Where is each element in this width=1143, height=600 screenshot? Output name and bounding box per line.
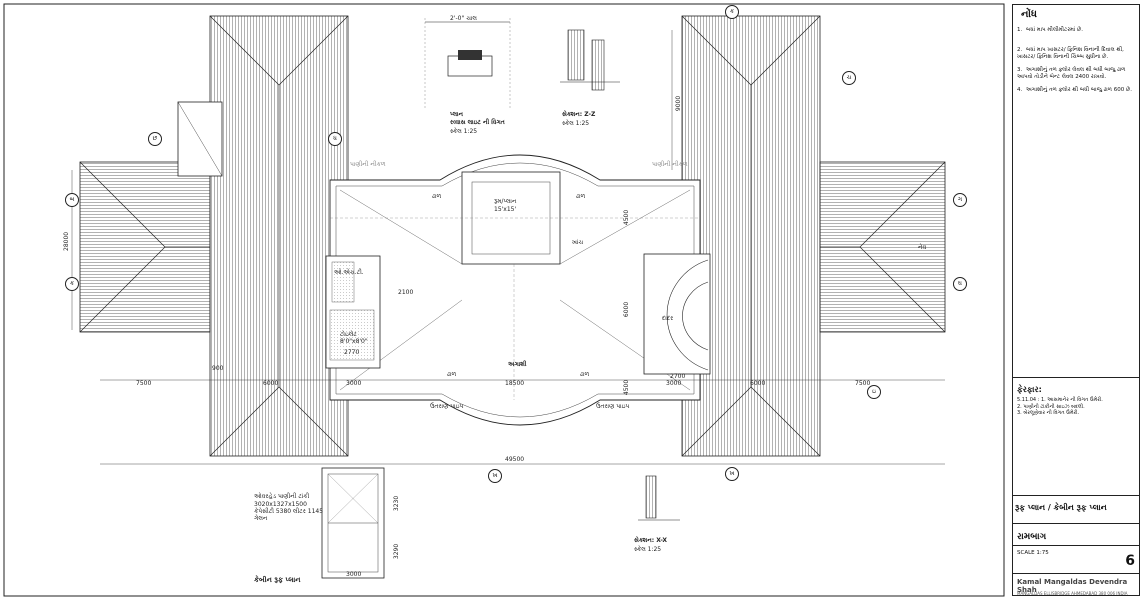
firm-address: MANGALDAS ELLISBRIDGE AHMEDABAD 380 006 … xyxy=(1017,591,1128,596)
grid-bubble: ઘ xyxy=(953,277,967,291)
note-item: 4.અગાશીનું તળ ફ્લોર થી બધી બાજુ ઢાળ 600 … xyxy=(1017,87,1132,93)
khanch-label: ખાંચ xyxy=(572,239,584,246)
scale-text-1: સ્કેલ 1:25 xyxy=(450,128,478,135)
dim-side-a: 4500 xyxy=(623,379,631,396)
section-label-z: સેક્શન: Z-Z xyxy=(562,111,596,118)
grid-bubble: ક xyxy=(65,277,79,291)
cabin-title: કેબીન રૂફ પ્લાન xyxy=(254,576,301,584)
parapet-label-2: પાણીની નીકળ xyxy=(652,161,688,168)
dim-upper-height: 9000 xyxy=(675,95,683,112)
skylight-size: 15'x15' xyxy=(494,206,517,213)
pipe-label-2: ઉતરાણ પાઇપ xyxy=(596,403,630,410)
revision-item: 5.11.04 : 1. આસમાનેર ની વિગત ઉમેરી. xyxy=(1017,397,1103,403)
title-block-panel: નોંધ 1.બધાં માપ મીલીમીટરમાં છે. 2.બધાં મા… xyxy=(1012,4,1140,596)
central-terrace xyxy=(325,154,711,426)
grid-bubble: ગ xyxy=(953,193,967,207)
grid-bubble: છ xyxy=(148,132,162,146)
toilet-label: ટોઇલેટ xyxy=(340,331,357,338)
dim-centre: 18500 xyxy=(505,380,525,387)
dim-side-b: 6000 xyxy=(623,301,631,318)
dim-right-outer: 7500 xyxy=(855,380,871,387)
grid-bubble: ખ xyxy=(488,469,502,483)
grid-bubble: ધ xyxy=(328,132,342,146)
dim-overall-width: 49500 xyxy=(505,456,525,463)
dim-centre-left: 3000 xyxy=(346,380,362,387)
skylight-detail xyxy=(424,18,511,108)
dim-eave: 900 xyxy=(212,365,224,372)
gutter-label: નેવ xyxy=(918,244,927,251)
sheet-border xyxy=(3,3,1005,597)
dimension-lines xyxy=(71,30,945,465)
dim-overall-height: 28000 xyxy=(63,231,71,251)
dim-tank-w: 3000 xyxy=(346,571,362,578)
scale-text-2: સ્કેલ 1:25 xyxy=(562,120,590,127)
dim-right-inner: 6000 xyxy=(750,380,766,387)
dim-left-inner: 6000 xyxy=(263,380,279,387)
revision-item: 3. બેરલૂણેવાર ની વિગત ઉમેરી. xyxy=(1017,410,1080,416)
stair-label: દાદર xyxy=(662,315,674,322)
pipe-label-1: ઉતરાણ પાઇપ xyxy=(430,403,464,410)
note-item: 2.બધાં માપ ખાસટર/ ફિનિશ વિનાની દિવાલ થી,… xyxy=(1017,47,1124,60)
firm-name: Kamal Mangaldas Devendra Shah xyxy=(1017,578,1128,594)
slope-label-4: ઢાળ xyxy=(576,193,586,200)
grid-bubble: ઇ xyxy=(867,385,881,399)
dim-centre-right: 3000 xyxy=(666,380,682,387)
stair-block xyxy=(643,253,711,375)
skylight-label: રૂમ/પ્લાન xyxy=(494,198,517,205)
xx-section-detail xyxy=(638,475,680,521)
dim-tank-h2: 3290 xyxy=(393,543,401,560)
sheet-title: રૂફ પ્લાન / કેબીન રૂફ પ્લાન xyxy=(1015,503,1107,512)
parapet-section-detail xyxy=(560,29,620,91)
oht-label: ઓ.એચ.ટી. xyxy=(334,269,364,276)
sheet-scale: SCALE 1:75 xyxy=(1017,550,1049,556)
dim-tank-h1: 3230 xyxy=(393,495,401,512)
left-wing-roof xyxy=(79,15,349,457)
right-wing-roof xyxy=(681,15,946,457)
section-label-x: સેક્શન: X-X xyxy=(634,537,667,544)
water-tank-spec: 3020x1327x1500 કેપેસીટી 5380 લીટર 1145 ગ… xyxy=(254,501,324,522)
terrace-label: અગાશી xyxy=(508,361,527,368)
dim-left-outer: 7500 xyxy=(136,380,152,387)
grid-bubble: ખ xyxy=(725,467,739,481)
grid-bubble: ક xyxy=(725,5,739,19)
revision-item: 2. પાણીની ટાંકીની સાઇઝ બદલી. xyxy=(1017,403,1085,410)
dim-toilet-h: 2100 xyxy=(398,289,414,296)
grid-bubble: બ xyxy=(65,193,79,207)
scale-text-3: સ્કેલ 1:25 xyxy=(634,546,662,553)
parapet-label-1: પાણીની નીકળ xyxy=(350,161,386,168)
grid-bubble: ચ xyxy=(842,71,856,85)
project-name: રામબાગ xyxy=(1017,532,1047,542)
slope-label-3: ઢાળ xyxy=(432,193,442,200)
dim-toilet-w: 2770 xyxy=(344,349,360,356)
toilet-size: 8'0"x8'0" xyxy=(340,338,368,345)
skylight-detail-sub: રવ્વાસ લાઇટ ની વિગત xyxy=(450,119,505,126)
slope-label-2: ઢાળ xyxy=(580,371,590,378)
dim-skylight-height: 4500 xyxy=(623,209,631,226)
note-item: 3.અગાશીનું તળ ફ્લોર લેવલ થી બધી બાજુ ઢાળ… xyxy=(1017,67,1126,80)
note-item: 1.બધાં માપ મીલીમીટરમાં છે. xyxy=(1017,27,1084,33)
notes-title: નોંધ xyxy=(1021,9,1037,20)
dim-stair-w: 2700 xyxy=(670,373,686,380)
revisions-list: 5.11.04 : 1. આસમાનેર ની વિગત ઉમેરી.2. પા… xyxy=(1017,397,1137,417)
slope-label-1: ઢાળ xyxy=(447,371,457,378)
revisions-title: ફેરફાર: xyxy=(1017,385,1042,394)
cabin-roof-plan xyxy=(321,467,385,579)
top-dim: 2'-0" ચાલ xyxy=(450,15,477,22)
skylight-detail-title: પ્લાન xyxy=(450,111,463,118)
water-tank-label: ઓવરહેડ પાણીની ટાંકી xyxy=(254,493,310,500)
drawing-number: 6 xyxy=(1125,553,1135,569)
